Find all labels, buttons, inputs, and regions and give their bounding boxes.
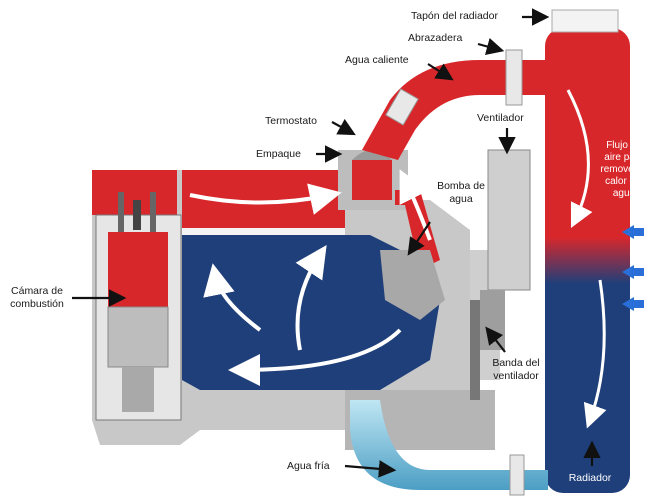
air-flow-arrows [622,225,644,311]
label-termostato: Termostato [265,115,317,127]
upper-hose [362,49,548,160]
lower-hose [350,400,548,496]
fan [470,149,531,400]
pump-path [380,190,445,320]
label-agua-caliente: Agua caliente [345,54,409,66]
label-banda-del-ventilador: Banda del ventilador [492,357,540,382]
label-agua-fria: Agua fría [287,460,330,472]
label-empaque: Empaque [256,148,301,160]
radiator [545,9,630,493]
label-ventilador: Ventilador [477,112,524,124]
coolant-jacket [92,170,440,390]
label-camara-de-combustion: Cámara de combustión [10,285,64,310]
flow-arrows [189,169,432,386]
leader-arrows [72,8,601,478]
label-radiador: Radiador [568,472,612,484]
label-abrazadera: Abrazadera [408,32,463,44]
cylinder [95,192,182,421]
label-tapon-del-radiador: Tapón del radiador [411,10,498,22]
label-flujo-de-aire: Flujo de aire para remover el calor del … [600,140,648,199]
label-bomba-de-agua: Bomba de agua [437,180,485,205]
